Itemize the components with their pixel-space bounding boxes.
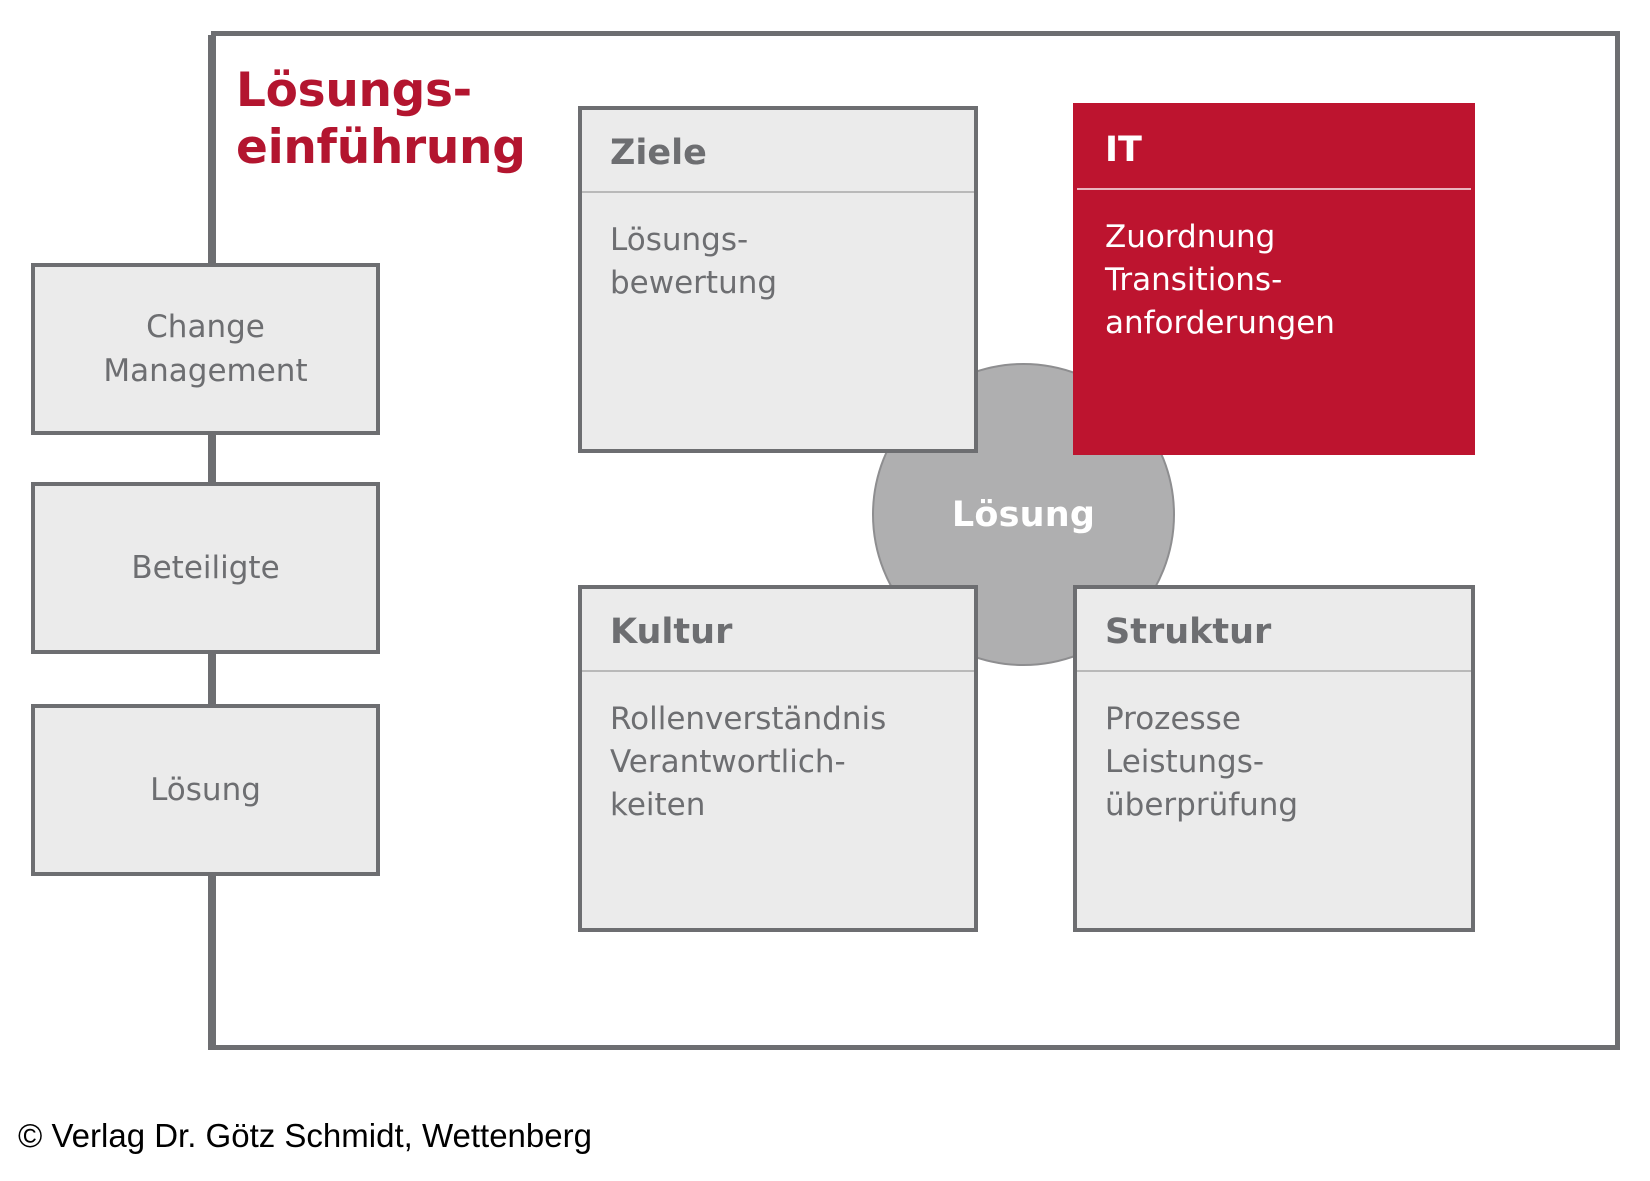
flow-box-label: Beteiligte	[131, 549, 280, 586]
flow-box-label: Lösung	[150, 771, 261, 808]
flow-box-loesung[interactable]: Lösung	[31, 704, 380, 876]
connector-line-bottom	[208, 872, 213, 1050]
page-title: Lösungs- einführung	[236, 63, 526, 176]
card-struktur-header: Struktur	[1077, 589, 1471, 672]
flow-box-change-management[interactable]: Change Management	[31, 263, 380, 435]
connector-line-1	[208, 431, 213, 486]
card-it[interactable]: IT Zuordnung Transitions- anforderungen	[1073, 103, 1475, 455]
copyright-notice: © Verlag Dr. Götz Schmidt, Wettenberg	[18, 1117, 592, 1154]
card-kultur[interactable]: Kultur Rollenverständnis Verantwortlich-…	[578, 585, 978, 932]
card-kultur-header: Kultur	[582, 589, 974, 672]
center-circle-label: Lösung	[951, 494, 1096, 535]
flow-box-label: Change Management	[103, 308, 308, 389]
connector-line-top	[208, 35, 213, 265]
card-it-header: IT	[1077, 107, 1471, 190]
card-kultur-body: Rollenverständnis Verantwortlich- keiten	[610, 701, 887, 823]
card-ziele-body: Lösungs- bewertung	[610, 222, 778, 301]
card-struktur-body: Prozesse Leistungs- überprüfung	[1105, 701, 1299, 823]
card-struktur[interactable]: Struktur Prozesse Leistungs- überprüfung	[1073, 585, 1475, 932]
card-it-body: Zuordnung Transitions- anforderungen	[1105, 219, 1335, 341]
flow-box-beteiligte[interactable]: Beteiligte	[31, 482, 380, 654]
connector-line-2	[208, 650, 213, 708]
card-ziele-header: Ziele	[582, 110, 974, 193]
card-ziele[interactable]: Ziele Lösungs- bewertung	[578, 106, 978, 453]
